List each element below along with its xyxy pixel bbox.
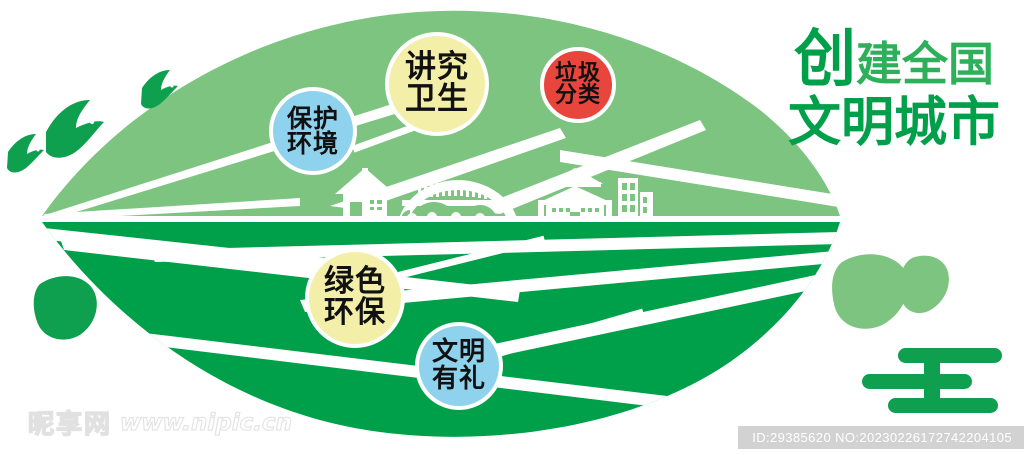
right-leaf-accents bbox=[832, 254, 949, 329]
badge-green-eco[interactable]: 绿色 环保 bbox=[305, 248, 405, 348]
watermark-site-url: www.nipic.cn bbox=[119, 409, 293, 436]
badge-label-line2: 卫生 bbox=[405, 81, 469, 117]
connector-line-3 bbox=[497, 308, 645, 357]
headline-line-2: 文明城市 bbox=[788, 92, 1000, 153]
traditional-gate-silhouette bbox=[538, 168, 612, 217]
connector-line-2 bbox=[398, 235, 546, 279]
badge-label-line2: 环保 bbox=[324, 295, 386, 330]
badge-protect-environment[interactable]: 保护 环境 bbox=[269, 87, 357, 175]
headline-line-1: 创 建全国 bbox=[778, 28, 1010, 90]
badge-label-line2: 分类 bbox=[554, 83, 601, 108]
flying-birds bbox=[7, 70, 178, 173]
watermark: 昵享网 www.nipic.cn bbox=[27, 404, 293, 441]
badge-label-line1: 文明 bbox=[431, 337, 486, 368]
badge-label-line1: 保护 bbox=[286, 103, 339, 133]
arch-bridge-silhouette bbox=[398, 180, 518, 217]
badge-label-line1: 绿色 bbox=[324, 264, 386, 300]
badge-civility-courtesy[interactable]: 文明 有礼 bbox=[415, 322, 503, 410]
bird-small-right bbox=[141, 70, 178, 109]
modern-buildings-silhouette bbox=[618, 178, 653, 217]
headline: 创 建全国 文明城市 bbox=[778, 28, 1010, 153]
badge-label-line1: 讲究 bbox=[405, 49, 469, 86]
badge-hygiene[interactable]: 讲究 卫生 bbox=[385, 32, 489, 136]
bird-small-left bbox=[7, 134, 44, 173]
headline-first-char: 创 bbox=[793, 22, 856, 95]
grass-motif bbox=[862, 348, 1002, 413]
badge-garbage-sorting[interactable]: 垃圾 分类 bbox=[540, 47, 616, 123]
headline-rest-line1: 建全国 bbox=[856, 37, 994, 91]
left-leaf-accent bbox=[33, 276, 97, 340]
city-silhouettes bbox=[335, 168, 653, 217]
badge-label-line2: 有礼 bbox=[431, 364, 486, 394]
bird-large bbox=[46, 100, 104, 158]
house-silhouette bbox=[335, 168, 395, 217]
image-id-strip: ID:29385620 NO:20230226172742204105 bbox=[738, 426, 1024, 449]
badge-label-line2: 环境 bbox=[286, 129, 339, 158]
badge-label-line1: 垃圾 bbox=[554, 60, 601, 86]
watermark-site-name: 昵享网 bbox=[27, 409, 113, 440]
